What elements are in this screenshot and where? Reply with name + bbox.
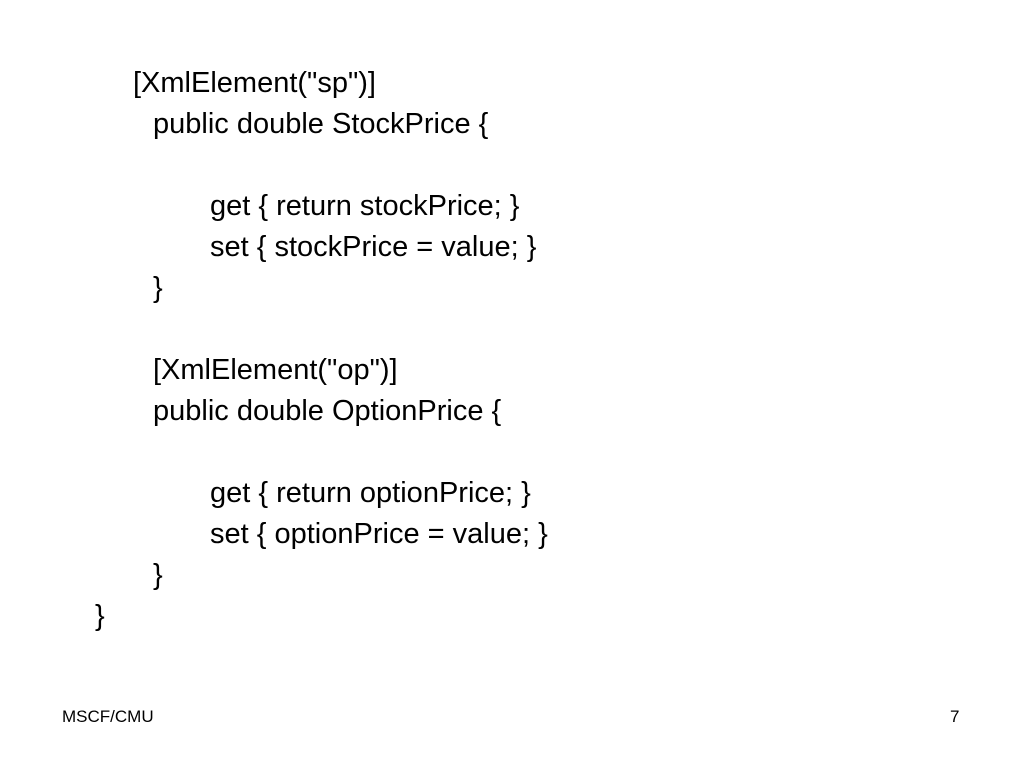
page-number: 7 <box>950 707 960 726</box>
code-line: public double StockPrice { <box>153 108 489 140</box>
code-line: set { optionPrice = value; } <box>210 518 548 550</box>
code-line: get { return optionPrice; } <box>210 477 531 509</box>
code-line: public double OptionPrice { <box>153 395 502 427</box>
code-line: } <box>95 600 105 632</box>
code-line: set { stockPrice = value; } <box>210 231 537 263</box>
code-line: [XmlElement("op")] <box>153 354 398 386</box>
code-line: } <box>153 559 163 591</box>
code-line: } <box>153 272 163 304</box>
code-line: get { return stockPrice; } <box>210 190 520 222</box>
footer-text: MSCF/CMU <box>62 707 154 726</box>
code-line: [XmlElement("sp")] <box>133 67 376 99</box>
